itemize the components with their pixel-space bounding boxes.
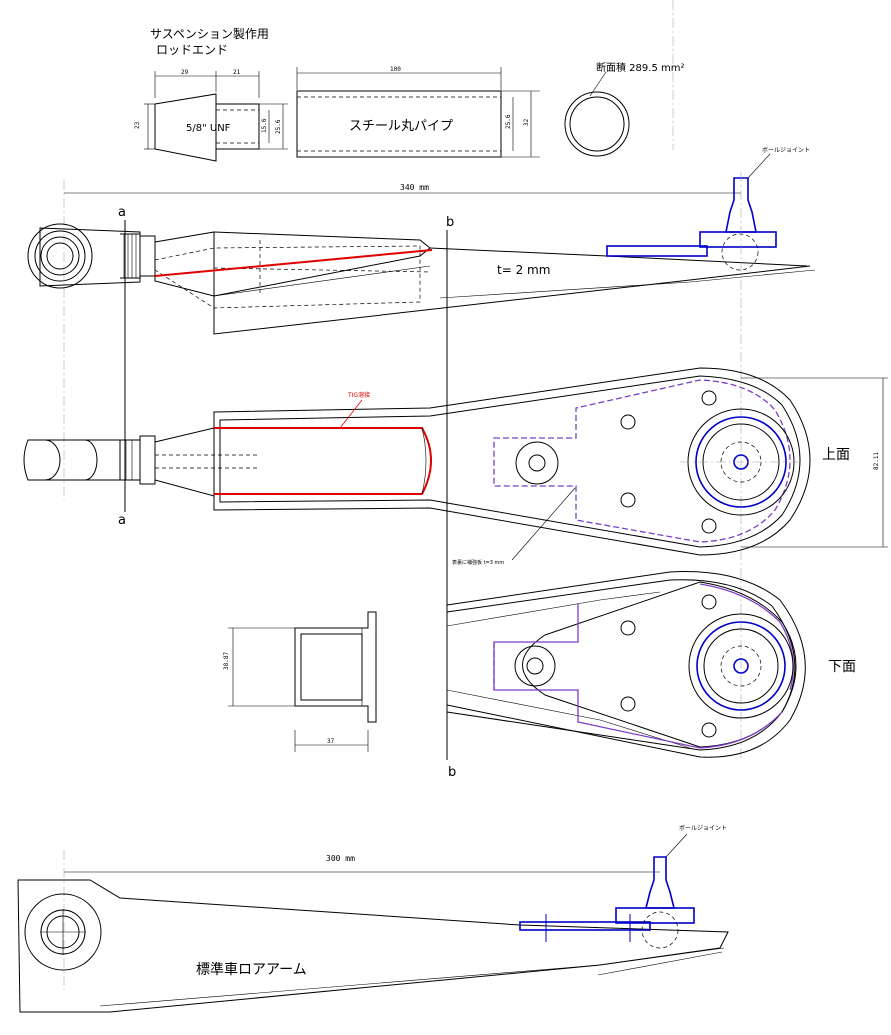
weld-line-side	[154, 249, 433, 277]
pipe-section-inner	[569, 96, 625, 152]
arm-side-view: ボールジョイント 340 mm a b t	[27, 146, 816, 760]
ball-joint-label-top: ボールジョイント	[762, 146, 810, 154]
arm-top-outline	[213, 367, 811, 556]
rod-end-body	[154, 93, 217, 162]
overall-length-340: 340 mm	[400, 183, 429, 192]
dim-82-11: 82.11	[873, 452, 880, 470]
standard-lower-arm: ボールジョイント 300 mm 標準車ロアアーム	[17, 824, 729, 1013]
rod-end-title-line1: サスペンション製作用	[150, 27, 269, 41]
section-b-top: b	[446, 215, 454, 230]
rod-end-dim-29: 29	[181, 69, 189, 76]
rod-end-eye-outer	[27, 223, 93, 289]
tig-weld-label: TIG溶接	[347, 391, 370, 399]
bracket-profile	[294, 611, 377, 723]
reinforcement-plate-top	[493, 379, 791, 543]
standard-arm-eye	[24, 893, 102, 971]
rod-end-dim-25-6: 25.6	[275, 119, 282, 134]
standard-arm-outline	[17, 879, 729, 1013]
arm-main-tube	[213, 231, 431, 297]
pipe-section-area: 断面積 289.5 mm²	[596, 61, 684, 74]
face-bottom-label: 下面	[828, 659, 856, 675]
arm-top-view: TIG溶接 82.11 上面 a 表裏に補強板 t=3 mm	[23, 367, 888, 566]
rod-end-dim-15-6: 15.6	[261, 118, 268, 133]
pipe-label: スチール丸パイプ	[349, 119, 453, 134]
section-a-top: a	[118, 205, 126, 220]
pipe-side-view	[296, 90, 502, 158]
ball-joint-stud-side	[725, 177, 757, 233]
arm-bottom-view: 下面 b	[446, 571, 856, 780]
rod-end-dim-21: 21	[233, 69, 241, 76]
ball-joint-label-bottom: ボールジョイント	[679, 824, 727, 832]
pipe-dim-100: 100	[390, 66, 401, 73]
pipe-detail: 100 スチール丸パイプ 25.6 32 断面積 289.5 mm²	[296, 61, 684, 158]
standard-ball-joint-stud	[644, 856, 676, 909]
pipe-section-outer	[564, 91, 630, 157]
bracket-dim-37: 37	[327, 738, 335, 745]
weld-tube-top	[214, 427, 432, 495]
bracket-section: 38.87 37	[223, 611, 377, 752]
bushing-bottom	[688, 613, 794, 719]
standard-arm-label: 標準車ロアアーム	[196, 961, 307, 978]
bracket-dim-38-87: 38.87	[223, 652, 230, 670]
standard-length-300: 300 mm	[326, 854, 355, 863]
ball-joint-plate-side	[606, 245, 708, 257]
reinforcement-note: 表裏に補強板 t=3 mm	[452, 559, 504, 566]
rod-end-title-line2: ロッドエンド	[156, 43, 228, 57]
rod-end-thread	[216, 103, 260, 150]
section-b-bottom: b	[448, 765, 456, 780]
rod-end-dim-23: 23	[134, 121, 141, 129]
face-top-label: 上面	[822, 447, 850, 463]
pipe-dim-25-6: 25.6	[505, 114, 512, 129]
pipe-dim-32: 32	[523, 118, 530, 126]
bottom-plate	[522, 581, 797, 748]
section-a-bottom: a	[118, 513, 126, 528]
rod-end-thread-label: 5/8" UNF	[186, 123, 231, 134]
arm-bottom-outline	[446, 571, 806, 758]
rod-end-detail: サスペンション製作用 ロッドエンド 29 21 5/8" UNF 23 15.6…	[134, 27, 288, 162]
wall-thickness: t= 2 mm	[497, 263, 550, 277]
